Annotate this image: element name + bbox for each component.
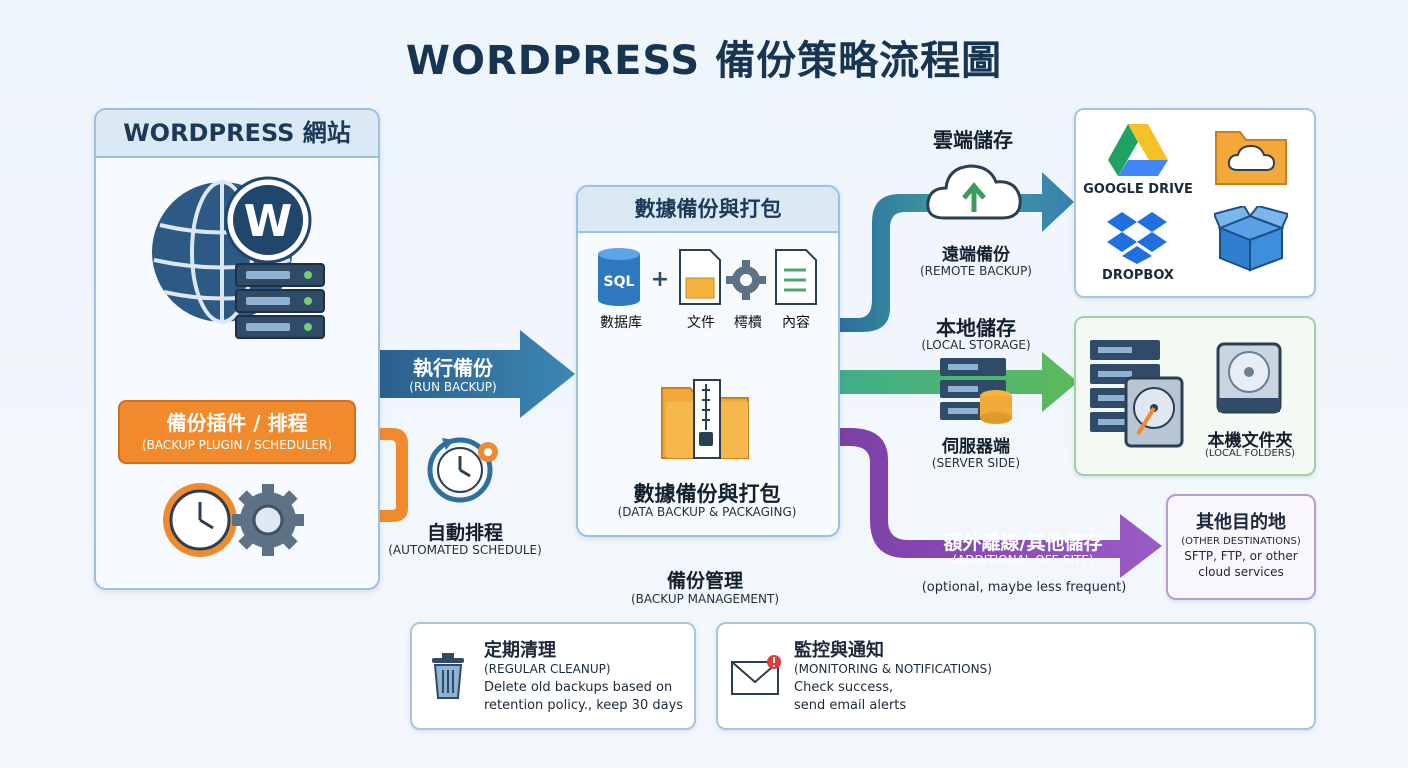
item-files: 文件 <box>687 315 715 331</box>
server-icon <box>235 263 325 339</box>
local-folders-label-en: (LOCAL FOLDERS) <box>1205 448 1295 459</box>
google-drive-label: GOOGLE DRIVE <box>1083 182 1193 197</box>
offsite-label-en: (ADDITIONAL OFF-SITE) <box>952 553 1094 567</box>
data-sources-icons: SQL + <box>598 248 817 306</box>
management-label: 備份管理 <box>666 570 743 592</box>
monitoring-title-en: (MONITORING & NOTIFICATIONS) <box>794 662 992 676</box>
storage-box-icon <box>1214 206 1288 272</box>
schedule-label: 自動排程 <box>426 522 503 544</box>
item-database: 數据库 <box>600 315 642 331</box>
server-side-icon <box>940 358 1012 424</box>
remote-backup-label-en: (REMOTE BACKUP) <box>920 264 1032 278</box>
other-destinations-card: 其他目的地 (OTHER DESTINATIONS) SFTP, FTP, or… <box>1166 494 1316 600</box>
packaging-label: 數據備份與打包 <box>633 482 781 506</box>
cleanup-title: 定期清理 <box>484 640 556 661</box>
cleanup-line1: Delete old backups based on <box>484 680 673 695</box>
other-line1: SFTP, FTP, or other <box>1184 549 1298 563</box>
server-side-label: 伺服器端 <box>942 437 1010 457</box>
monitoring-line2: send email alerts <box>794 698 907 713</box>
automated-schedule-icon <box>427 437 498 503</box>
offsite-label: 額外離線/其他儲存 <box>943 532 1103 554</box>
item-content: 內容 <box>782 315 810 331</box>
cloud-folder-icon <box>1215 131 1287 185</box>
cloud-storage-label: 雲端儲存 <box>933 128 1013 152</box>
local-storage-label: 本地儲存 <box>936 316 1016 340</box>
packaging-panel: 數據備份與打包 <box>576 185 840 537</box>
zip-folder-icon <box>661 379 749 459</box>
schedule-label-en: (AUTOMATED SCHEDULE) <box>388 543 542 557</box>
gear-icon <box>726 260 766 300</box>
clock-gear-icon <box>163 483 304 557</box>
packaging-header: 數據備份與打包 <box>578 187 838 233</box>
dropbox-icon <box>1107 212 1167 264</box>
packaging-label-en: (DATA BACKUP & PACKAGING) <box>617 505 797 519</box>
dropbox-label: DROPBOX <box>1102 268 1174 283</box>
offsite-arrow <box>838 428 1162 578</box>
backup-plugin-badge[interactable]: 備份插件 / 排程 (BACKUP PLUGIN / SCHEDULER) <box>118 400 356 464</box>
google-drive-icon <box>1108 124 1168 176</box>
database-icon: SQL <box>598 248 640 306</box>
content-icon <box>775 249 817 305</box>
item-themes: 樗櫝 <box>734 315 762 331</box>
local-server-drive-icon <box>1090 340 1184 448</box>
monitoring-line1: Check success, <box>794 680 894 695</box>
server-side-label-en: (SERVER SIDE) <box>931 456 1021 470</box>
site-header: WORDPRESS 網站 <box>96 110 378 158</box>
run-backup-arrow <box>377 330 575 418</box>
trash-icon <box>432 653 464 699</box>
local-storage-label-en: (LOCAL STORAGE) <box>921 338 1031 352</box>
cleanup-line2: retention policy., keep 30 days <box>484 698 684 713</box>
offsite-note: (optional, maybe less frequent) <box>921 580 1127 595</box>
remote-backup-label: 遠端備份 <box>942 245 1010 265</box>
cloud-upload-icon <box>926 164 1022 220</box>
other-title-en: (OTHER DESTINATIONS) <box>1181 536 1301 547</box>
monitoring-title: 監控與通知 <box>794 640 884 661</box>
cleanup-card: 定期清理 (REGULAR CLEANUP) Delete old backup… <box>410 622 696 730</box>
page-title: WORDPRESS 備份策略流程圖 <box>405 38 1003 84</box>
svg-text:W: W <box>244 196 293 247</box>
local-folders-label: 本機文件夾 <box>1207 431 1293 451</box>
other-line2: cloud services <box>1198 565 1284 579</box>
svg-text:+: + <box>651 267 669 292</box>
run-backup-label-en: (RUN BACKUP) <box>409 380 497 394</box>
plugin-label: 備份插件 / 排程 <box>166 411 308 435</box>
plugin-label-en: (BACKUP PLUGIN / SCHEDULER) <box>141 438 333 452</box>
file-icon <box>679 249 721 305</box>
other-title: 其他目的地 <box>1196 512 1286 533</box>
run-backup-label: 執行備份 <box>413 356 493 380</box>
management-label-en: (BACKUP MANAGEMENT) <box>630 592 779 606</box>
hard-drive-icon <box>1216 342 1282 414</box>
email-alert-icon <box>731 655 781 695</box>
sql-icon-text: SQL <box>604 274 635 290</box>
cleanup-title-en: (REGULAR CLEANUP) <box>484 662 611 676</box>
monitoring-card: 監控與通知 (MONITORING & NOTIFICATIONS) Check… <box>716 622 1316 730</box>
